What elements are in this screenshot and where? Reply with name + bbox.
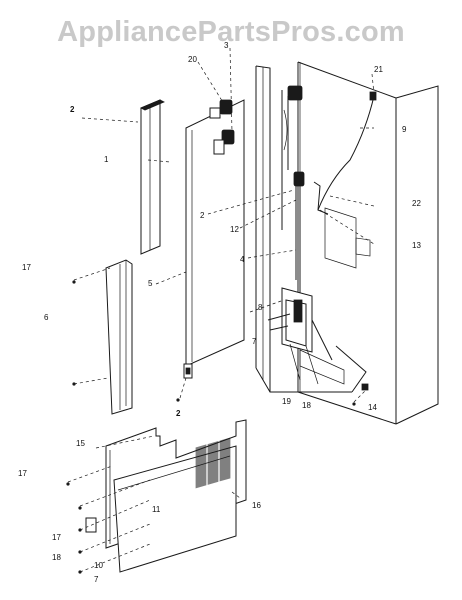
callout-12: 12 (230, 225, 239, 234)
callout-9: 9 (402, 125, 407, 134)
callout-10: 10 (94, 561, 103, 570)
divider-panel (255, 65, 367, 393)
callout-4: 4 (240, 255, 245, 264)
callout-5: 5 (148, 279, 153, 288)
callout-2-top: 2 (70, 105, 75, 114)
callout-17-low: 17 (52, 533, 61, 542)
callout-18: 18 (302, 401, 311, 410)
callout-18-low: 18 (52, 553, 61, 562)
callout-8: 8 (258, 303, 263, 312)
mounting-clips (183, 363, 369, 391)
leader-lines (67, 47, 375, 573)
callout-11: 11 (152, 505, 161, 514)
callout-22: 22 (412, 199, 421, 208)
trim-strip-lower (105, 259, 133, 415)
callout-2-low: 2 (176, 409, 181, 418)
callout-1: 1 (104, 155, 109, 164)
callout-17-upper: 17 (22, 263, 31, 272)
callout-labels: 2 20 3 21 9 1 22 2 12 13 4 17 5 8 6 7 19… (18, 41, 421, 584)
callout-7-low: 7 (94, 575, 99, 584)
callout-15: 15 (76, 439, 85, 448)
callout-19: 19 (282, 397, 291, 406)
callout-14: 14 (368, 403, 377, 412)
callout-16: 16 (252, 501, 261, 510)
callout-3: 3 (224, 41, 229, 50)
callout-21: 21 (374, 65, 383, 74)
dispenser-mechanism (267, 287, 345, 385)
leader-dots (66, 280, 356, 574)
callout-6: 6 (44, 313, 49, 322)
insulation-panel (185, 99, 245, 367)
callout-17-mid: 17 (18, 469, 27, 478)
damper-assembly (281, 85, 377, 300)
callout-13: 13 (412, 241, 421, 250)
callout-20: 20 (188, 55, 197, 64)
trim-strip-upper (140, 99, 165, 255)
callout-7: 7 (252, 337, 257, 346)
control-knobs (209, 99, 235, 155)
callout-2-mid: 2 (200, 211, 205, 220)
